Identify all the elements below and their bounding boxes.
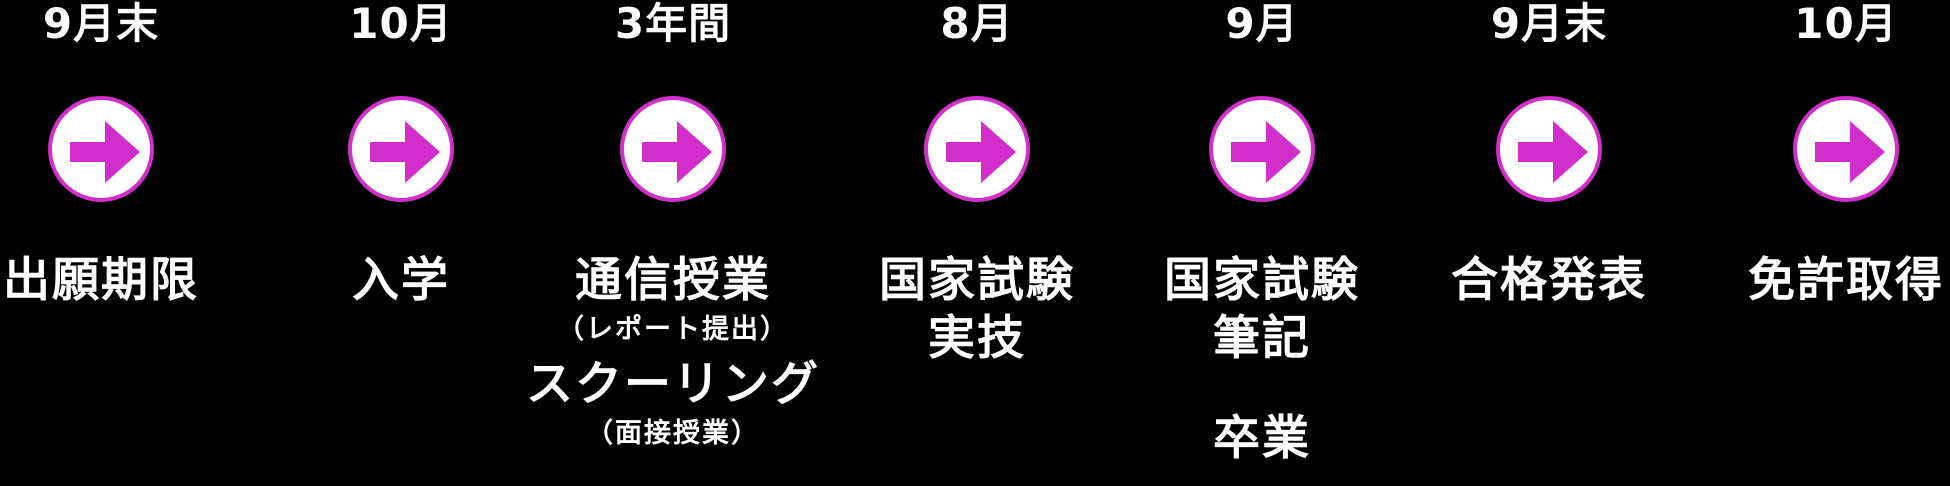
step-date: 3年間 xyxy=(614,0,732,48)
step-date: 9月 xyxy=(1225,0,1299,48)
step-description: 免許取得 xyxy=(1656,252,1950,310)
step-date: 10月 xyxy=(349,0,453,48)
arrow-right-icon xyxy=(1231,121,1301,183)
step-date: 8月 xyxy=(940,0,1014,48)
step-title-line2: 実技 xyxy=(928,311,1026,366)
step-subtitle-in-person: （面接授業） xyxy=(586,418,760,449)
step-title: 国家試験 xyxy=(1164,253,1360,308)
arrow-right-icon xyxy=(70,121,140,183)
step-description: 出願期限 xyxy=(0,252,291,310)
arrow-right-circle-icon xyxy=(924,96,1030,202)
step-title: 合格発表 xyxy=(1451,253,1647,308)
timeline-step-correspondence-classes: 3年間 通信授業 （レポート提出） スクーリング （面接授業） xyxy=(523,0,823,486)
step-date: 9月末 xyxy=(1490,0,1608,48)
step-description: 国家試験 実技 xyxy=(787,252,1167,368)
arrow-right-circle-icon xyxy=(348,96,454,202)
timeline-step-results-announcement: 9月末 合格発表 xyxy=(1399,0,1699,486)
step-extra-graduation: 卒業 xyxy=(1213,411,1311,466)
arrow-right-circle-icon xyxy=(48,96,154,202)
step-description: 入学 xyxy=(211,252,591,310)
arrow-right-icon xyxy=(1815,121,1885,183)
step-description: 合格発表 xyxy=(1359,252,1739,310)
step-title: 国家試験 xyxy=(879,253,1075,308)
timeline-step-license-acquisition: 10月 免許取得 xyxy=(1696,0,1950,486)
step-date: 10月 xyxy=(1794,0,1898,48)
arrow-right-icon xyxy=(642,121,712,183)
arrow-right-circle-icon xyxy=(1793,96,1899,202)
step-description: 通信授業 （レポート提出） スクーリング （面接授業） xyxy=(483,252,863,454)
timeline-step-practical-exam: 8月 国家試験 実技 xyxy=(827,0,1127,486)
step-date: 9月末 xyxy=(42,0,160,48)
arrow-right-circle-icon xyxy=(1496,96,1602,202)
arrow-right-circle-icon xyxy=(620,96,726,202)
step-title: 通信授業 xyxy=(575,253,771,308)
step-description: 国家試験 筆記 卒業 xyxy=(1072,252,1452,468)
step-title: 免許取得 xyxy=(1748,253,1944,308)
step-title: 出願期限 xyxy=(3,253,199,308)
spacer xyxy=(1072,368,1452,410)
timeline-step-enrollment: 10月 入学 xyxy=(251,0,551,486)
timeline-step-application-deadline: 9月末 出願期限 xyxy=(0,0,251,486)
step-extra-schooling: スクーリング xyxy=(526,357,820,412)
step-subtitle-report: （レポート提出） xyxy=(557,314,789,345)
timeline-step-written-exam: 9月 国家試験 筆記 卒業 xyxy=(1112,0,1412,486)
arrow-right-icon xyxy=(946,121,1016,183)
arrow-right-circle-icon xyxy=(1209,96,1315,202)
arrow-right-icon xyxy=(370,121,440,183)
step-title-line2: 筆記 xyxy=(1213,311,1311,366)
step-title: 入学 xyxy=(352,253,450,308)
arrow-right-icon xyxy=(1518,121,1588,183)
